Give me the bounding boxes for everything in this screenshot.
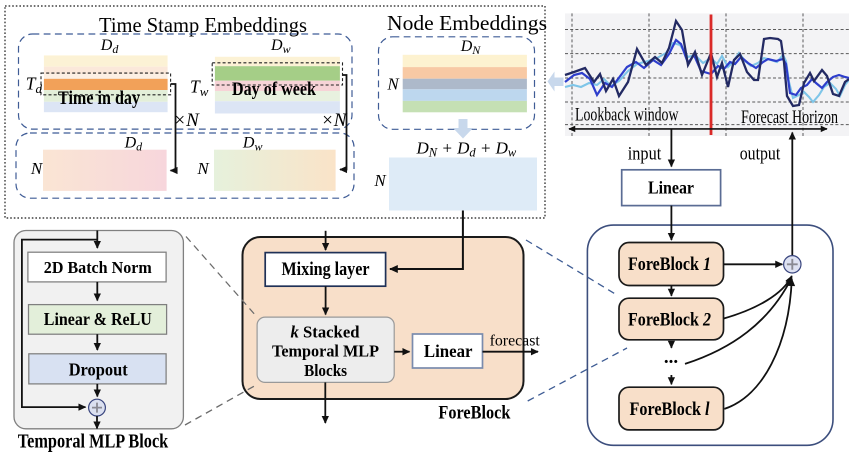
svg-text:forecast: forecast (490, 332, 541, 349)
svg-text:Dw: Dw (270, 37, 291, 56)
svg-text:ForeBlock: ForeBlock (438, 403, 510, 424)
svg-text:Dd: Dd (124, 135, 144, 154)
svg-text:DN: DN (460, 38, 482, 57)
svg-text:Forecast Horizon: Forecast Horizon (741, 107, 838, 128)
svg-text:×N: ×N (173, 110, 200, 131)
svg-text:Time Stamp Embeddings: Time Stamp Embeddings (99, 13, 307, 37)
svg-text:Dropout: Dropout (69, 360, 128, 380)
svg-text:output: output (740, 143, 781, 164)
svg-text:N: N (373, 171, 387, 190)
svg-text:ForeBlock l: ForeBlock l (630, 399, 711, 420)
svg-text:ForeBlock 2: ForeBlock 2 (628, 310, 711, 331)
svg-text:Dd: Dd (100, 37, 120, 56)
svg-text:N: N (196, 159, 210, 178)
svg-text:Node Embeddings: Node Embeddings (387, 11, 547, 35)
svg-text:Day of week: Day of week (232, 79, 316, 100)
svg-text:...: ... (664, 347, 678, 368)
svg-text:Linear: Linear (424, 341, 473, 361)
svg-text:DN + Dd + Dw: DN + Dd + Dw (416, 139, 517, 160)
svg-text:Temporal MLP: Temporal MLP (272, 342, 379, 361)
svg-text:2D Batch Norm: 2D Batch Norm (44, 258, 152, 277)
svg-text:ForeBlock 1: ForeBlock 1 (628, 254, 711, 275)
svg-text:×N: ×N (321, 110, 348, 131)
svg-text:Linear: Linear (648, 178, 694, 198)
svg-text:Temporal MLP Block: Temporal MLP Block (18, 432, 169, 453)
svg-text:Dw: Dw (242, 135, 263, 154)
svg-text:N: N (386, 75, 400, 94)
svg-text:input: input (628, 143, 662, 164)
svg-text:Linear & ReLU: Linear & ReLU (44, 309, 152, 329)
svg-text:N: N (30, 159, 44, 178)
svg-text:Mixing layer: Mixing layer (282, 260, 370, 280)
svg-text:Blocks: Blocks (304, 361, 347, 380)
svg-text:Lookback window: Lookback window (575, 105, 679, 126)
svg-text:k Stacked: k Stacked (291, 323, 361, 342)
svg-text:Time in day: Time in day (58, 88, 140, 109)
